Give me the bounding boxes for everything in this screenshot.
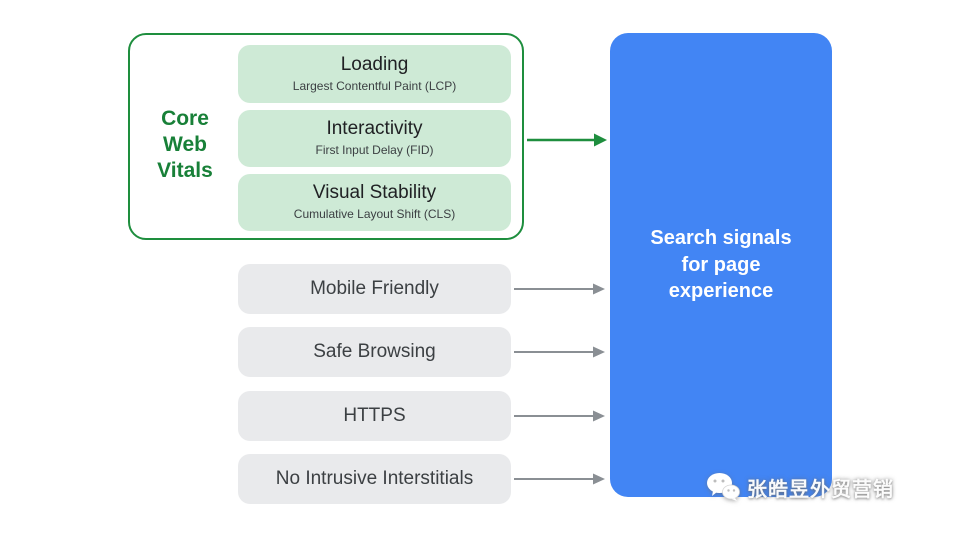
vital-visual-stability-title: Visual Stability [312, 182, 437, 204]
signal-mobile-friendly-label: Mobile Friendly [310, 278, 439, 299]
signal-safe-browsing-pill: Safe Browsing [238, 327, 511, 377]
vital-visual-stability-subtitle: Cumulative Layout Shift (CLS) [293, 207, 456, 222]
arrow-mobile-friendly [514, 283, 605, 295]
signal-mobile-friendly-pill: Mobile Friendly [238, 264, 511, 314]
signal-https-label: HTTPS [343, 405, 406, 426]
vital-loading-pill: Loading Largest Contentful Paint (LCP) [238, 45, 511, 103]
arrow-core-web-vitals [527, 133, 607, 147]
vital-interactivity-pill: Interactivity First Input Delay (FID) [238, 110, 511, 167]
watermark: 张皓昱外贸营销 [706, 472, 894, 502]
arrow-no-intrusive-interstitials [514, 473, 605, 485]
arrow-safe-browsing [514, 346, 605, 358]
core-web-vitals-label: Core Web Vitals [157, 107, 213, 183]
vital-interactivity-title: Interactivity [326, 118, 423, 140]
arrow-https [514, 410, 605, 422]
vital-interactivity-subtitle: First Input Delay (FID) [315, 143, 434, 158]
signal-https-pill: HTTPS [238, 391, 511, 441]
vital-loading-title: Loading [340, 53, 409, 75]
search-signals-box: Search signals for page experience [610, 33, 832, 497]
vital-visual-stability-pill: Visual Stability Cumulative Layout Shift… [238, 174, 511, 231]
signal-no-intrusive-interstitials-pill: No Intrusive Interstitials [238, 454, 511, 504]
signal-no-intrusive-interstitials-label: No Intrusive Interstitials [275, 468, 474, 489]
vital-loading-subtitle: Largest Contentful Paint (LCP) [292, 78, 457, 93]
search-signals-label: Search signals for page experience [650, 227, 792, 303]
signal-safe-browsing-label: Safe Browsing [313, 341, 436, 362]
wechat-icon [707, 473, 740, 501]
watermark-text: 张皓昱外贸营销 [747, 478, 894, 501]
